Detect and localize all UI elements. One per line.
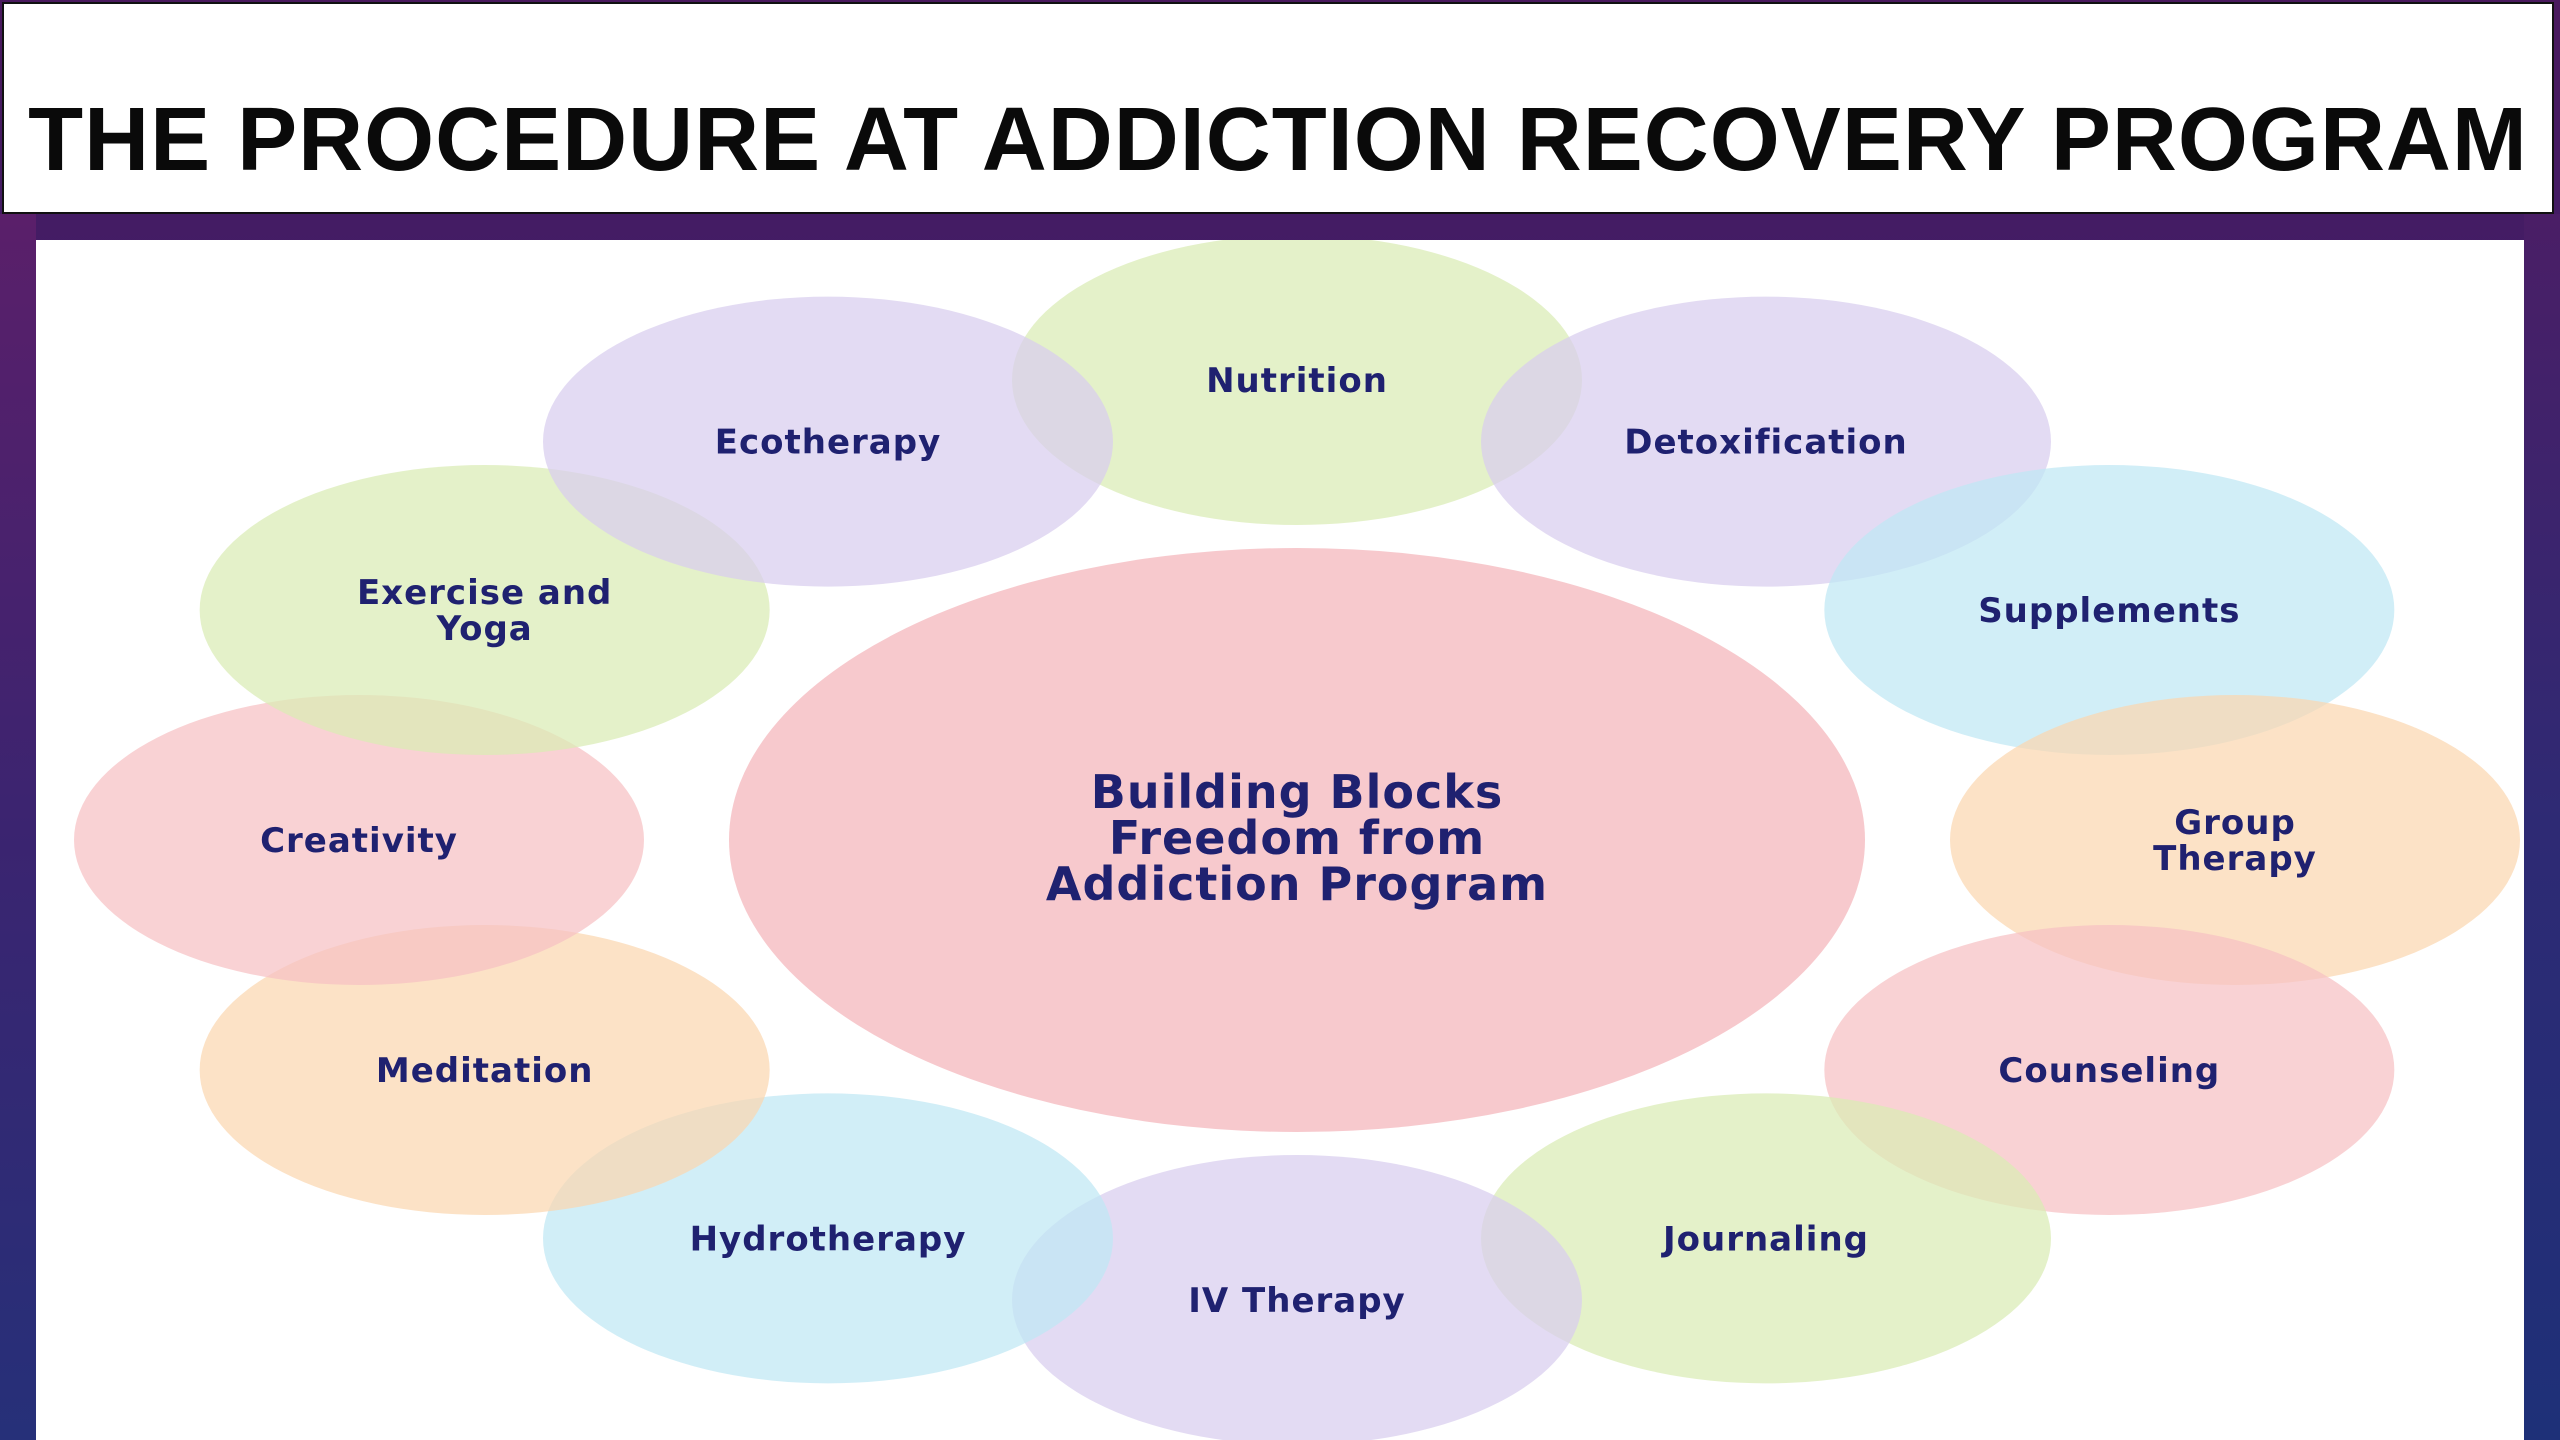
node-meditation: Meditation [199, 925, 770, 1215]
title-bar: THE PROCEDURE AT ADDICTION RECOVERY PROG… [2, 2, 2554, 214]
node-label: Creativity [260, 821, 458, 861]
node-iv-therapy: IV Therapy [1012, 1155, 1582, 1440]
background-left-edge [0, 214, 36, 1440]
node-label: Ecotherapy [715, 423, 941, 463]
background-right-edge [2524, 214, 2560, 1440]
node-label: Counseling [1998, 1051, 2220, 1091]
node-label: Journaling [1661, 1219, 1869, 1259]
node-label: Meditation [376, 1051, 594, 1091]
node-label: Hydrotherapy [690, 1219, 967, 1259]
node-label: Detoxification [1624, 423, 1908, 463]
node-circle [74, 695, 644, 985]
node-circle [543, 296, 1113, 587]
node-circle [1481, 1093, 2051, 1384]
node-circle [1012, 240, 1582, 525]
node-circle [199, 925, 770, 1215]
node-nutrition: Nutrition [1012, 240, 1582, 525]
node-label: Therapy [2153, 839, 2317, 879]
slide-title: THE PROCEDURE AT ADDICTION RECOVERY PROG… [28, 90, 2528, 190]
node-circle [1824, 465, 2395, 755]
node-label: Yoga [436, 609, 533, 649]
node-label: Nutrition [1206, 361, 1388, 401]
node-journaling: Journaling [1481, 1093, 2051, 1384]
node-creativity: Creativity [74, 695, 644, 985]
node-label: Supplements [1978, 591, 2240, 631]
node-label: IV Therapy [1188, 1281, 1405, 1321]
center-label-line: Freedom from [1109, 811, 1485, 865]
center-circle [729, 548, 1865, 1132]
node-label: Exercise and [357, 573, 612, 613]
node-supplements: Supplements [1824, 465, 2395, 755]
node-label: Group [2174, 803, 2296, 843]
node-circle [1950, 695, 2520, 985]
center-label-line: Addiction Program [1046, 857, 1548, 911]
node-circle [1012, 1155, 1582, 1440]
center-label-line: Building Blocks [1091, 765, 1503, 819]
node-ecotherapy: Ecotherapy [543, 296, 1113, 587]
